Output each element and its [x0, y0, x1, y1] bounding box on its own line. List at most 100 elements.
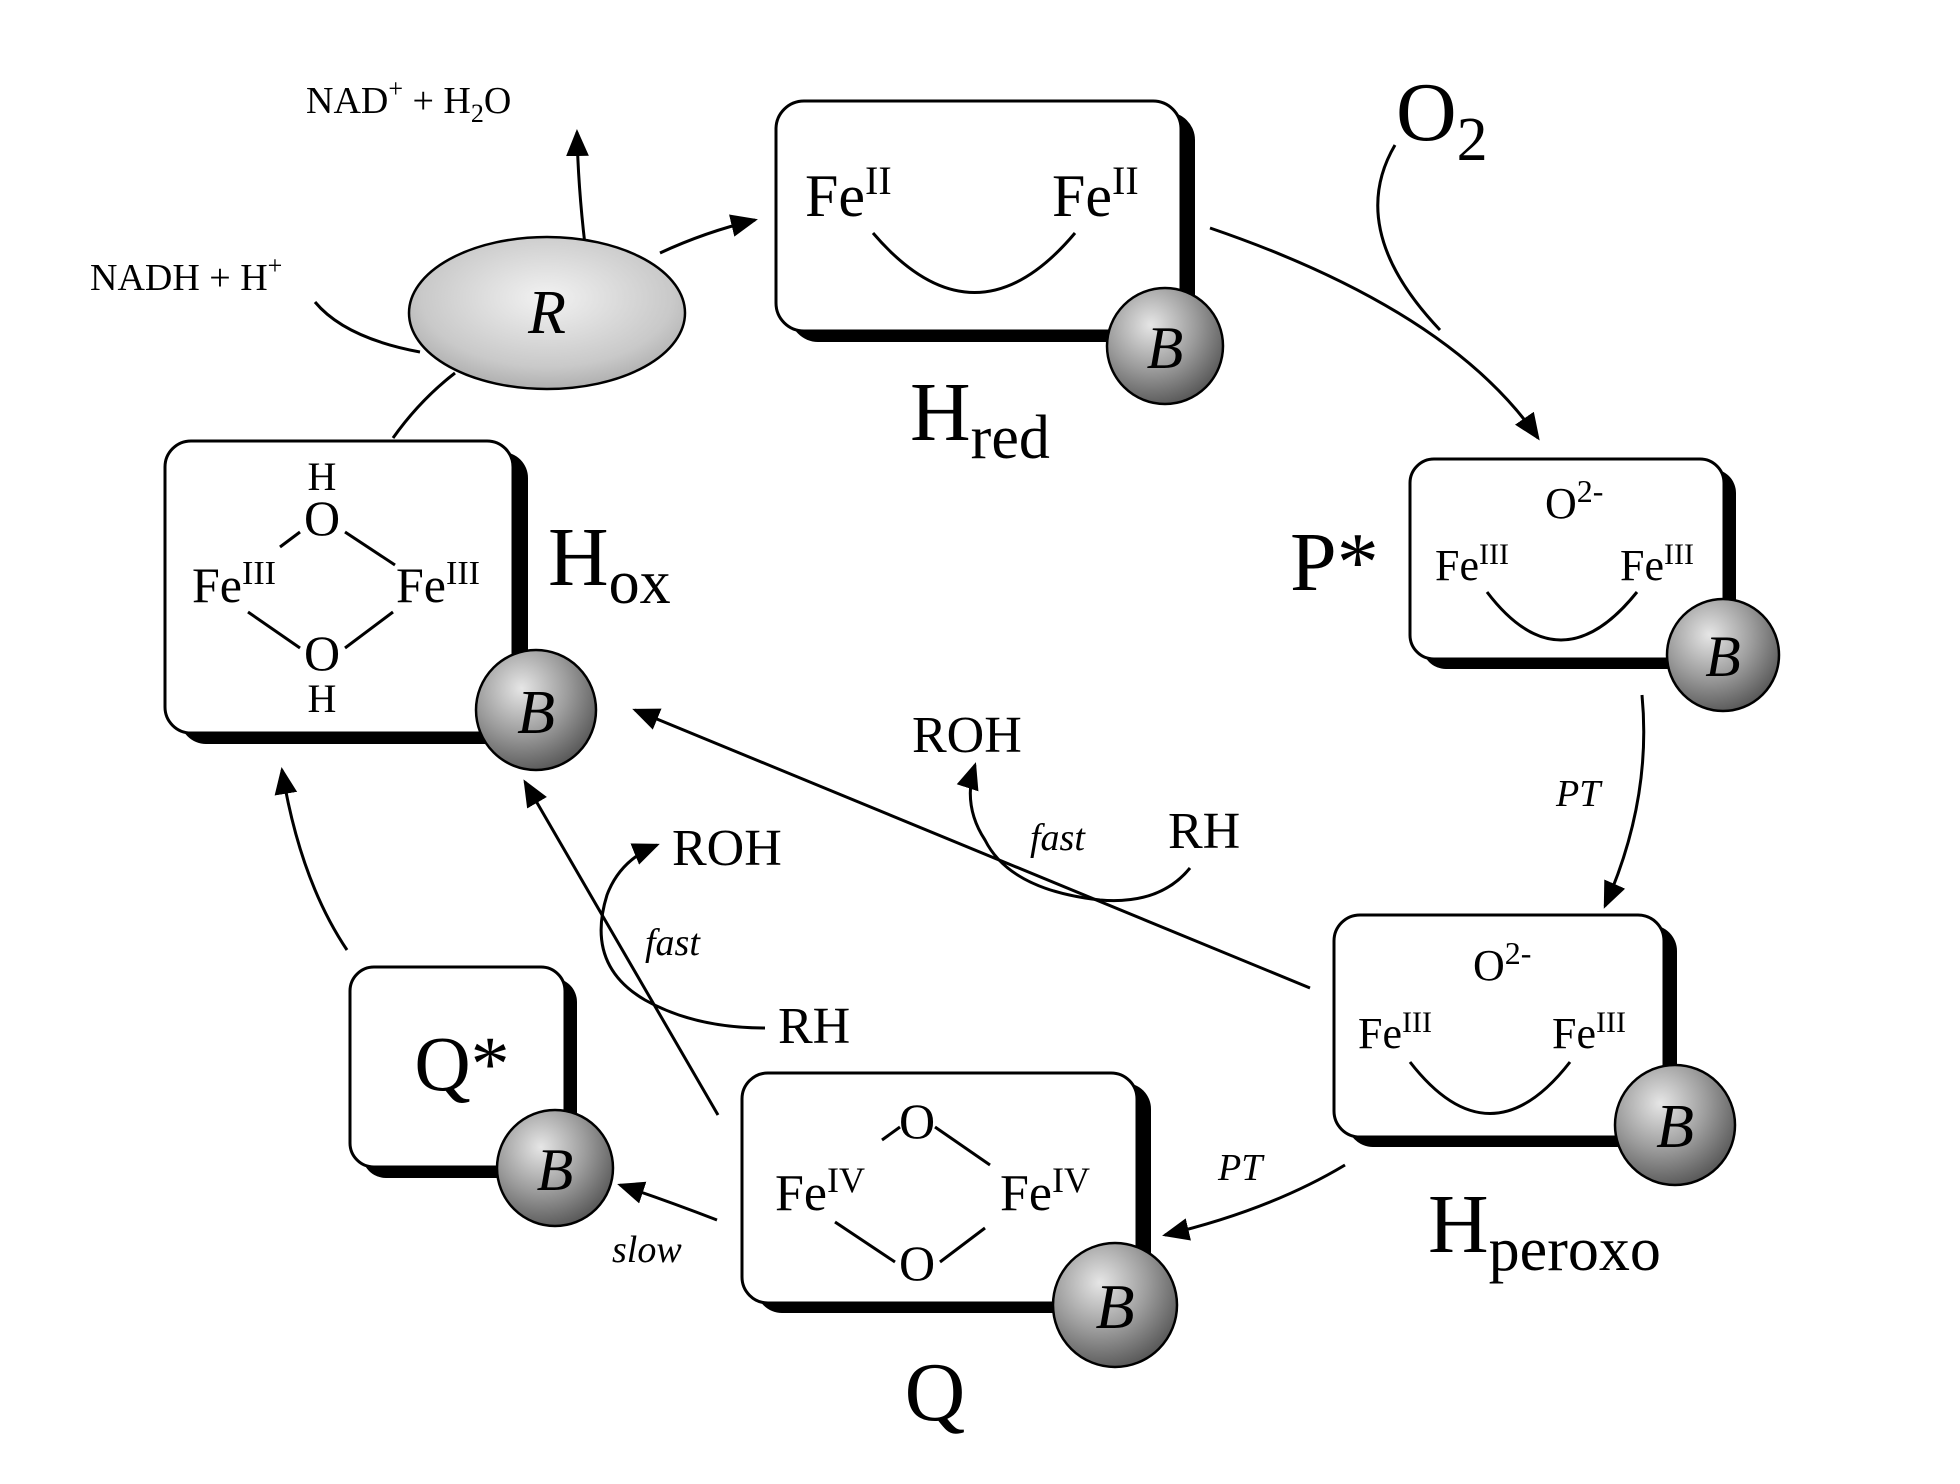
- hox-bond-tl: [279, 530, 301, 549]
- hred-b-label: B: [1147, 315, 1184, 381]
- o2-label: O2: [1396, 66, 1488, 174]
- q-bottom-o: O: [899, 1235, 935, 1291]
- pstar-b-subunit: B: [1665, 597, 1781, 713]
- arrow-o2-input: [1376, 144, 1442, 332]
- hox-b-label: B: [517, 679, 555, 747]
- hox-box: [163, 439, 515, 735]
- qstar-b-label: B: [537, 1137, 574, 1203]
- arrow-q-rh-to-roh: [599, 843, 766, 1030]
- q-left-fe: FeIV: [775, 1160, 865, 1222]
- q-b-ball: [1051, 1241, 1179, 1369]
- hox-b-subunit: B: [474, 648, 598, 772]
- nad-products-label: NAD+ + H2O: [306, 74, 511, 128]
- hox-name: Hox: [548, 511, 671, 617]
- q-name: Q: [905, 1346, 966, 1439]
- pstar-left-ox: III: [1479, 538, 1509, 571]
- nadh-charge: +: [268, 251, 283, 280]
- slow-label: slow: [612, 1229, 682, 1271]
- hox-bottom-h: H: [308, 676, 337, 721]
- qstar-b-subunit: B: [495, 1108, 615, 1228]
- state-hperoxo: O2- FeIII FeIII B Hperoxo: [1332, 913, 1737, 1284]
- hperoxo-b-subunit: B: [1613, 1063, 1737, 1187]
- hred-b-ball: [1105, 286, 1225, 406]
- arrow-reductase-to-hred: [659, 214, 758, 255]
- hperoxo-left-fe: FeIII: [1358, 1006, 1432, 1058]
- arrow-hox-to-reductase: [391, 371, 456, 439]
- hox-bond-br: [344, 610, 394, 650]
- hox-right-fe: FeIII: [396, 555, 480, 613]
- reductase-r: R: [407, 235, 687, 391]
- q-bond-tl: [881, 1125, 901, 1142]
- arrow-nad-release: [566, 129, 589, 246]
- hox-left-fe: FeIII: [192, 555, 276, 613]
- nad-plus-h: + H: [403, 80, 471, 122]
- q-box: [740, 1071, 1139, 1305]
- q-b-label: B: [1095, 1271, 1134, 1342]
- q-bond-br: [939, 1226, 986, 1264]
- hperoxo-name: Hperoxo: [1428, 1178, 1661, 1284]
- qstar-b-ball: [495, 1108, 615, 1228]
- roh-label-lower: ROH: [672, 820, 782, 877]
- hox-right-ox: III: [446, 555, 480, 592]
- nadh-input-label: NADH + H+: [90, 251, 282, 299]
- hperoxo-left-ox: III: [1402, 1006, 1432, 1039]
- state-qstar: Q* B: [348, 965, 615, 1228]
- q-right-ox: IV: [1052, 1160, 1090, 1200]
- q-bond-tr: [934, 1125, 991, 1167]
- hred-name-sub: red: [971, 404, 1050, 472]
- hperoxo-name-sub: peroxo: [1489, 1216, 1661, 1284]
- hred-name: Hred: [910, 366, 1050, 472]
- pt-label-hperoxo-to-q: PT: [1217, 1147, 1265, 1189]
- nadh-text: NADH + H: [90, 257, 268, 299]
- arrow-q-to-hox: [523, 779, 720, 1116]
- pstar-right-fe: FeIII: [1620, 538, 1694, 590]
- hred-fe-bridge-arc: [871, 232, 1077, 294]
- hperoxo-oxygen-charge: 2-: [1505, 935, 1532, 971]
- arrow-hred-to-pstar: [1209, 226, 1540, 441]
- reductase-ellipse: [407, 235, 687, 391]
- arrow-qstar-to-hox: [274, 767, 349, 951]
- fast-label-lower: fast: [645, 922, 701, 964]
- qstar-box: [348, 965, 567, 1169]
- hperoxo-box: [1332, 913, 1666, 1139]
- arrow-hperoxo-to-q: [1162, 1163, 1346, 1241]
- hperoxo-right-fe: FeIII: [1552, 1006, 1626, 1058]
- rh-label-upper: RH: [1168, 803, 1240, 860]
- pstar-box: [1408, 457, 1726, 661]
- h2o-subscript: 2: [471, 99, 484, 128]
- hred-right-fe: FeII: [1052, 158, 1139, 229]
- q-left-ox: IV: [827, 1160, 865, 1200]
- hperoxo-fe-bridge-arc: [1408, 1061, 1572, 1115]
- hox-b-ball: [474, 648, 598, 772]
- hred-box: [774, 99, 1183, 333]
- state-hox: H O O H FeIII FeIII B Hox: [163, 439, 671, 772]
- reductase-label: R: [527, 279, 566, 347]
- arrow-q-to-qstar: [617, 1181, 718, 1222]
- hred-left-fe: FeII: [805, 158, 892, 229]
- hperoxo-b-label: B: [1656, 1093, 1694, 1161]
- qstar-name: Q*: [414, 1020, 509, 1107]
- arrow-hperoxo-rh-to-roh: [956, 762, 1192, 903]
- pstar-oxygen-charge: 2-: [1577, 473, 1604, 509]
- nad-charge: +: [388, 74, 403, 103]
- hox-bottom-o: O: [304, 625, 340, 681]
- state-hred: FeII FeII B Hred: [774, 99, 1225, 472]
- q-b-subunit: B: [1051, 1241, 1179, 1369]
- hperoxo-b-ball: [1613, 1063, 1737, 1187]
- roh-label-upper: ROH: [912, 707, 1022, 764]
- hred-left-ox: II: [865, 158, 892, 203]
- q-right-fe: FeIV: [1000, 1160, 1090, 1222]
- hperoxo-oxygen: O2-: [1473, 935, 1531, 990]
- pstar-name: P*: [1290, 516, 1379, 609]
- hred-b-subunit: B: [1105, 286, 1225, 406]
- hox-left-ox: III: [242, 555, 276, 592]
- q-bond-bl: [834, 1220, 896, 1264]
- state-q: O O FeIV FeIV B Q: [740, 1071, 1179, 1439]
- pstar-oxygen: O2-: [1545, 473, 1603, 528]
- arrow-pstar-to-hperoxo: [1603, 694, 1646, 909]
- pt-label-pstar-to-hperoxo: PT: [1555, 773, 1603, 815]
- hperoxo-right-ox: III: [1596, 1006, 1626, 1039]
- pstar-b-ball: [1665, 597, 1781, 713]
- pstar-fe-bridge-arc: [1485, 591, 1639, 642]
